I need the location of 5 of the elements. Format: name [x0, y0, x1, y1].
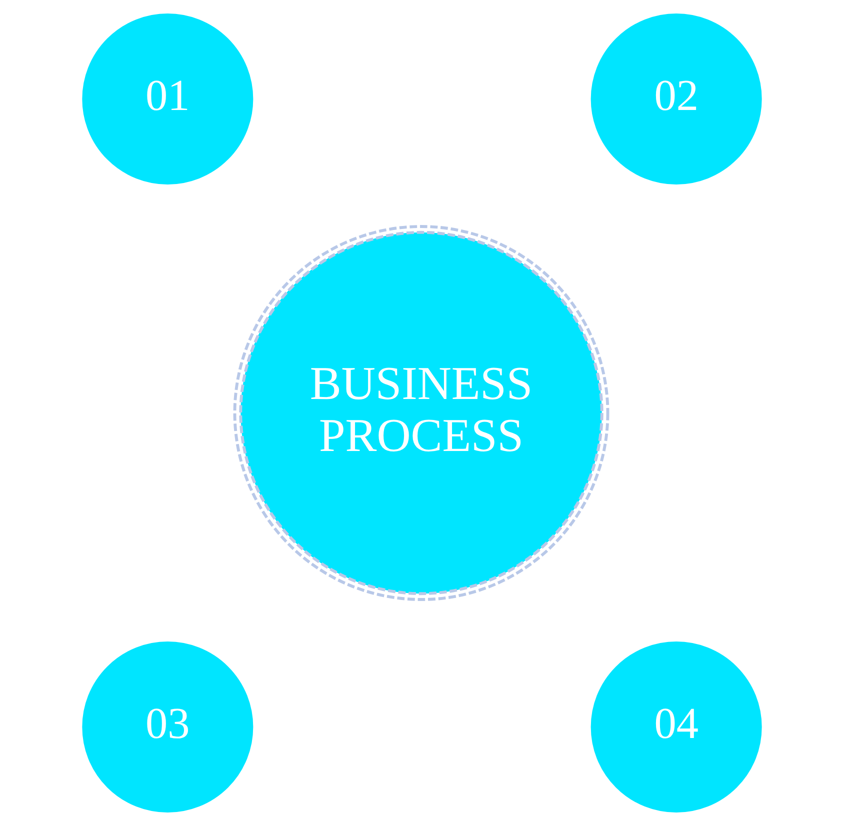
node-circle: 04 [590, 642, 762, 813]
node-circle: 02 [590, 13, 762, 184]
node-circle: BUSINESS PROCESS [232, 225, 609, 601]
node-circle: 03 [82, 642, 253, 813]
node-circle: 01 [82, 13, 253, 184]
